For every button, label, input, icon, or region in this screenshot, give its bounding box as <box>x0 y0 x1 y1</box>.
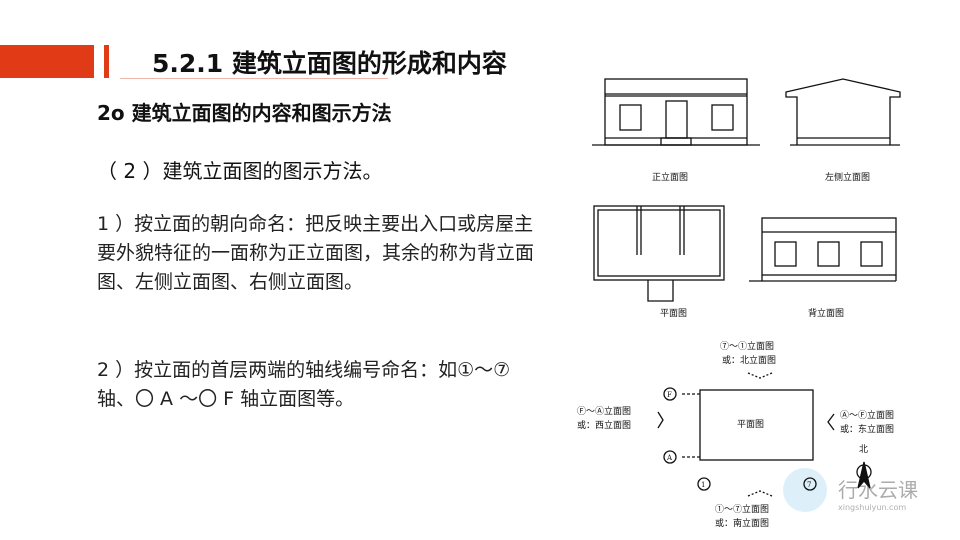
label-south-1: ①～⑦立面图 <box>715 503 769 515</box>
label-east-1: Ⓐ～Ⓕ立面图 <box>840 409 894 421</box>
label-north-1: ⑦～①立面图 <box>720 340 774 352</box>
front-elevation-drawing <box>592 78 760 146</box>
slide-title: 5.2.1 建筑立面图的形成和内容 <box>152 49 507 78</box>
orientation-plan <box>657 372 872 497</box>
north-label: 北 <box>859 444 868 455</box>
label-west-2: 或：西立面图 <box>577 419 631 431</box>
watermark-name: 行水云课 <box>838 478 918 502</box>
axis-7: 7 <box>807 481 811 489</box>
header-red-block <box>0 45 94 78</box>
label-west-1: Ⓕ～Ⓐ立面图 <box>577 405 631 417</box>
axis-f: F <box>667 391 672 399</box>
left-elevation-drawing <box>785 78 901 146</box>
header-red-bar <box>104 45 109 78</box>
watermark-url: xingshuiyun.com <box>838 503 906 512</box>
watermark: 行水云课 xingshuiyun.com <box>783 468 918 512</box>
label-north-2: 或：北立面图 <box>722 354 776 366</box>
title-underline <box>120 78 388 79</box>
axis-a: A <box>666 454 673 462</box>
label-back: 背立面图 <box>808 307 844 319</box>
label-south-2: 或：南立面图 <box>715 517 769 529</box>
label-center-plan: 平面图 <box>737 419 764 430</box>
paragraph-2: 2 ）按立面的首层两端的轴线编号命名：如①～⑦轴、〇 A ～〇 F 轴立面图等。 <box>97 359 511 410</box>
plan-drawing <box>593 205 725 302</box>
back-elevation-drawing <box>749 217 897 282</box>
axis-1: 1 <box>701 481 705 489</box>
watermark-logo-icon <box>783 468 827 512</box>
label-front: 正立面图 <box>652 171 688 183</box>
paragraph-1: 1 ）按立面的朝向命名：把反映主要出入口或房屋主要外貌特征的一面称为正立面图，其… <box>97 213 535 293</box>
label-plan: 平面图 <box>660 308 687 319</box>
subtitle: 2o 建筑立面图的内容和图示方法 <box>97 101 392 125</box>
label-east-2: 或：东立面图 <box>840 423 894 435</box>
section-heading: （ 2 ）建筑立面图的图示方法。 <box>97 159 383 183</box>
label-left: 左侧立面图 <box>825 171 870 183</box>
